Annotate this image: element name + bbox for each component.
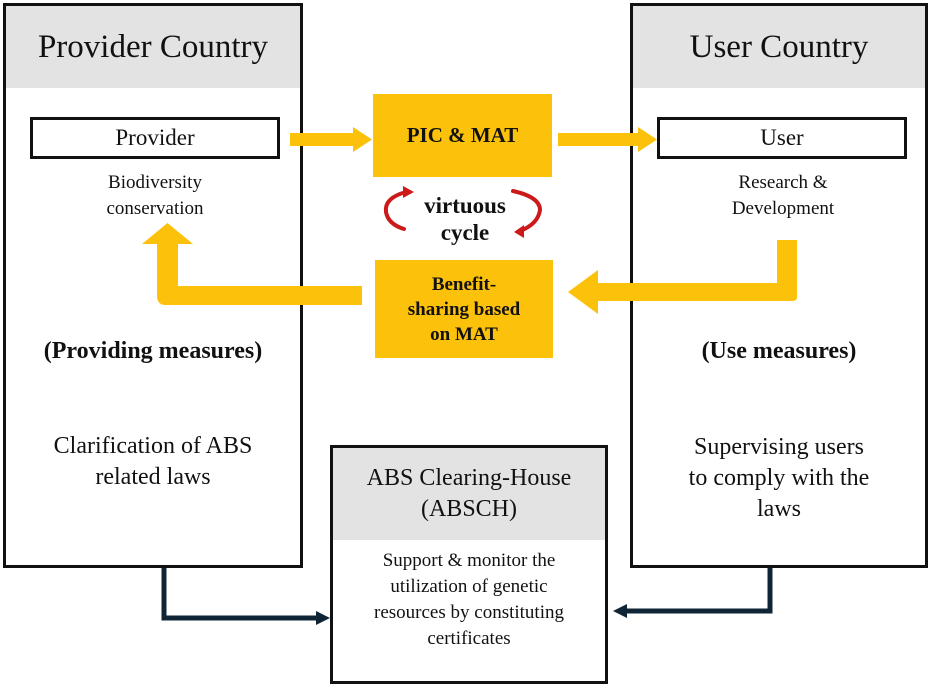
arrow-provider-to-pic <box>290 127 372 152</box>
absch-description-line: utilization of genetic <box>390 576 548 597</box>
provider-country-title: Provider Country <box>6 6 300 88</box>
provider-description-line: Clarification of ABS <box>53 433 253 459</box>
absch-description-line: resources by constituting <box>374 602 564 623</box>
provider-box: Provider <box>30 117 280 159</box>
arrow-user-to-benefit <box>568 240 797 314</box>
cycle-arrowhead-bottom <box>514 225 524 238</box>
pic-mat-box: PIC & MAT <box>373 94 552 177</box>
user-role-line: Development <box>731 198 835 219</box>
absch-title: ABS Clearing-House (ABSCH) <box>333 448 605 540</box>
provider-role: Biodiversity conservation <box>60 170 250 222</box>
arrow-provider-to-absch <box>161 568 330 625</box>
benefit-line: on MAT <box>430 323 498 345</box>
cycle-arrows-icon <box>383 189 543 233</box>
absch-description-line: Support & monitor the <box>382 550 556 571</box>
use-measures-label: (Use measures) <box>701 338 857 364</box>
cycle-line: cycle <box>440 220 490 245</box>
user-country-title: User Country <box>633 6 925 88</box>
virtuous-cycle-label: virtuous cycle <box>395 192 535 246</box>
absch-description-line: certificates <box>427 628 511 649</box>
absch-description: Support & monitor the utilization of gen… <box>333 548 605 652</box>
provider-role-line: Biodiversity <box>108 172 202 193</box>
benefit-line: sharing based <box>407 298 521 320</box>
user-role-line: Research & <box>738 172 828 193</box>
providing-measures-label: (Providing measures) <box>43 338 263 364</box>
arrow-user-to-absch <box>613 568 773 618</box>
provider-description: Clarification of ABS related laws <box>3 431 303 493</box>
user-description-line: Supervising users <box>694 434 864 460</box>
benefit-line: Benefit- <box>431 273 497 295</box>
arrow-benefit-to-provider <box>142 223 362 305</box>
arrow-pic-to-user <box>558 127 657 152</box>
cycle-line: virtuous <box>424 193 506 218</box>
provider-description-line: related laws <box>95 464 211 490</box>
provider-role-line: conservation <box>106 198 204 219</box>
user-role: Research & Development <box>683 170 883 222</box>
user-description-line: to comply with the <box>688 465 870 491</box>
absch-title-line: ABS Clearing-House <box>366 465 572 491</box>
absch-title-line: (ABSCH) <box>420 496 517 522</box>
user-box: User <box>657 117 907 159</box>
absch-box: ABS Clearing-House (ABSCH) Support & mon… <box>330 445 608 684</box>
user-description-line: laws <box>757 496 801 522</box>
user-description: Supervising users to comply with the law… <box>630 432 928 525</box>
cycle-arrowhead-top <box>403 186 414 198</box>
provider-country-panel: Provider Country <box>3 3 303 568</box>
benefit-sharing-box: Benefit- sharing based on MAT <box>375 260 553 358</box>
